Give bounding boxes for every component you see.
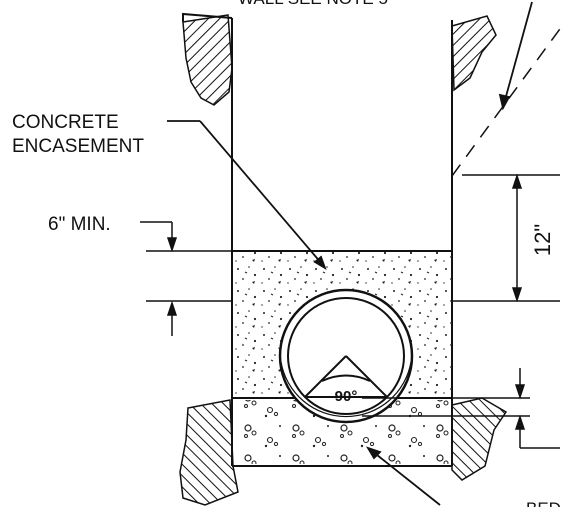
encasement-label-line2: ENCASEMENT: [12, 136, 144, 157]
top-note-leader: [498, 1, 533, 111]
min-cover-label: 6" MIN.: [48, 214, 111, 235]
height-dimension-label: 12": [530, 224, 555, 256]
bedding-leader: [365, 446, 441, 506]
bedding-angle-label: 90°: [335, 388, 358, 405]
bottom-right-label: BED: [526, 499, 561, 507]
bedding-angle-marker: [304, 355, 388, 398]
min-cover-dimension: [140, 221, 232, 336]
top-note-label: WALL SEE NOTE 5: [238, 0, 388, 8]
slope-line: [451, 21, 565, 177]
earth-hatching: [179, 14, 508, 506]
encasement-label-line1: CONCRETE: [12, 112, 119, 133]
dimension-lines: [362, 173, 560, 449]
encasement-leader: [167, 120, 327, 271]
